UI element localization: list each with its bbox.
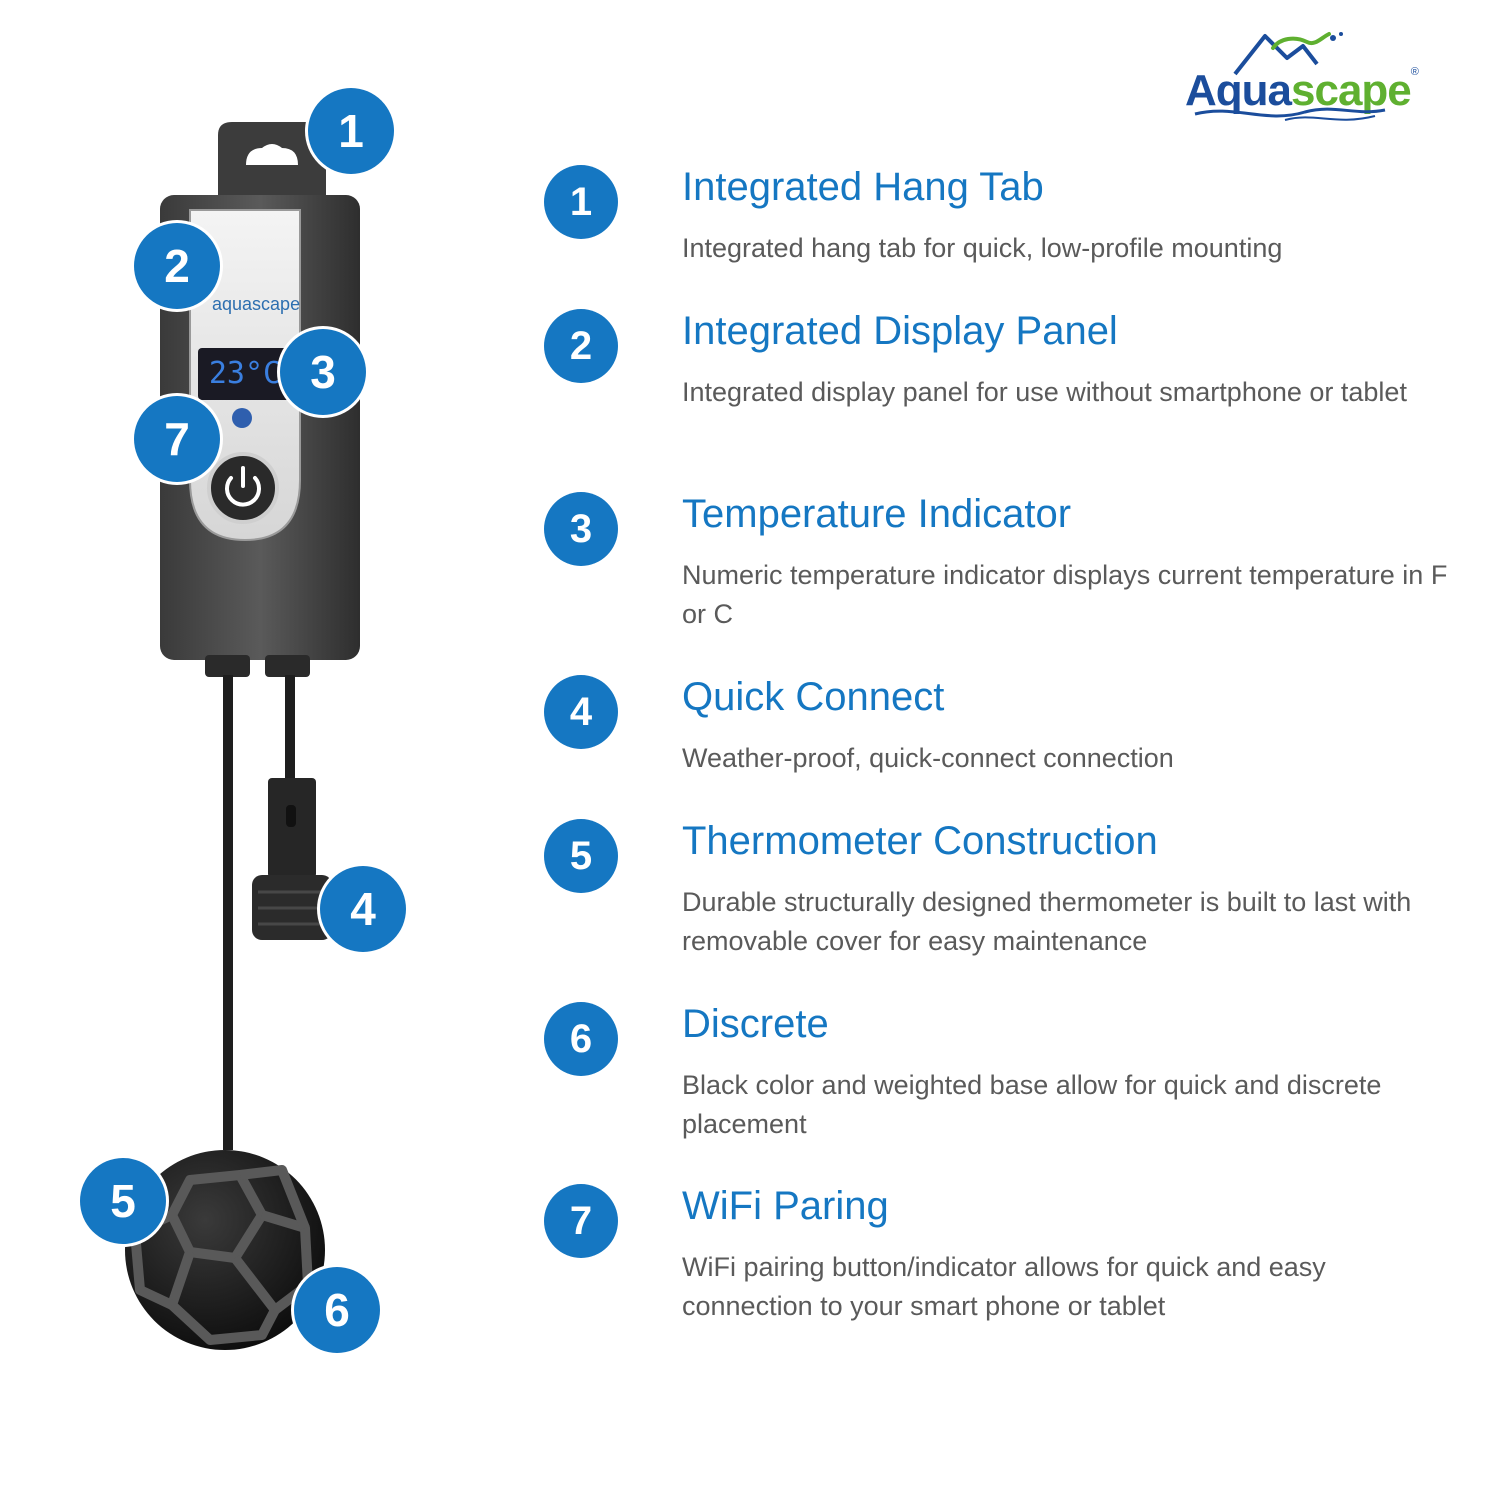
feature-description: Numeric temperature indicator displays c… <box>682 560 1448 629</box>
product-illustration: aquascape 23°C 1 2 3 7 4 5 <box>0 0 520 1500</box>
thermometer-device-image: aquascape <box>125 122 360 1350</box>
feature-description: Durable structurally designed thermomete… <box>682 887 1412 956</box>
callout-badge-5: 5 <box>80 1158 166 1244</box>
feature-title: Quick Connect <box>682 675 945 719</box>
feature-description: WiFi pairing button/indicator allows for… <box>682 1252 1326 1321</box>
callout-badge-6: 6 <box>294 1267 380 1353</box>
callout-badge-3: 3 <box>280 329 366 415</box>
feature-number: 6 <box>544 1002 618 1076</box>
feature-number: 7 <box>544 1184 618 1258</box>
svg-text:aquascape: aquascape <box>212 294 300 314</box>
feature-title: Discrete <box>682 1002 829 1046</box>
display-reading: 23°C <box>208 356 282 391</box>
feature-number: 3 <box>544 492 618 566</box>
feature-number: 1 <box>544 165 618 239</box>
feature-description: Weather-proof, quick-connect connection <box>682 743 1174 773</box>
feature-title: Temperature Indicator <box>682 492 1072 536</box>
callout-badge-2: 2 <box>134 223 220 309</box>
feature-number: 2 <box>544 309 618 383</box>
feature-number: 4 <box>544 675 618 749</box>
feature-title: Thermometer Construction <box>682 819 1158 863</box>
callout-badge-1: 1 <box>308 88 394 174</box>
brand-logo: Aquascape® <box>1185 28 1435 128</box>
callout-badge-4: 4 <box>320 866 406 952</box>
brand-name-part1: Aqua <box>1185 66 1292 115</box>
wave-icon <box>1194 107 1386 121</box>
brand-wordmark: Aquascape® <box>1185 66 1419 116</box>
brand-name-part2: scape <box>1291 66 1412 115</box>
callout-badge-7: 7 <box>134 396 220 482</box>
feature-title: Integrated Hang Tab <box>682 165 1044 209</box>
feature-title: Integrated Display Panel <box>682 309 1118 353</box>
feature-description: Integrated hang tab for quick, low-profi… <box>682 233 1283 263</box>
frog-icon <box>1233 32 1343 76</box>
registered-mark: ® <box>1410 66 1419 78</box>
feature-number: 5 <box>544 819 618 893</box>
feature-description: Black color and weighted base allow for … <box>682 1070 1382 1139</box>
feature-description: Integrated display panel for use without… <box>682 377 1407 407</box>
feature-title: WiFi Paring <box>682 1184 889 1228</box>
